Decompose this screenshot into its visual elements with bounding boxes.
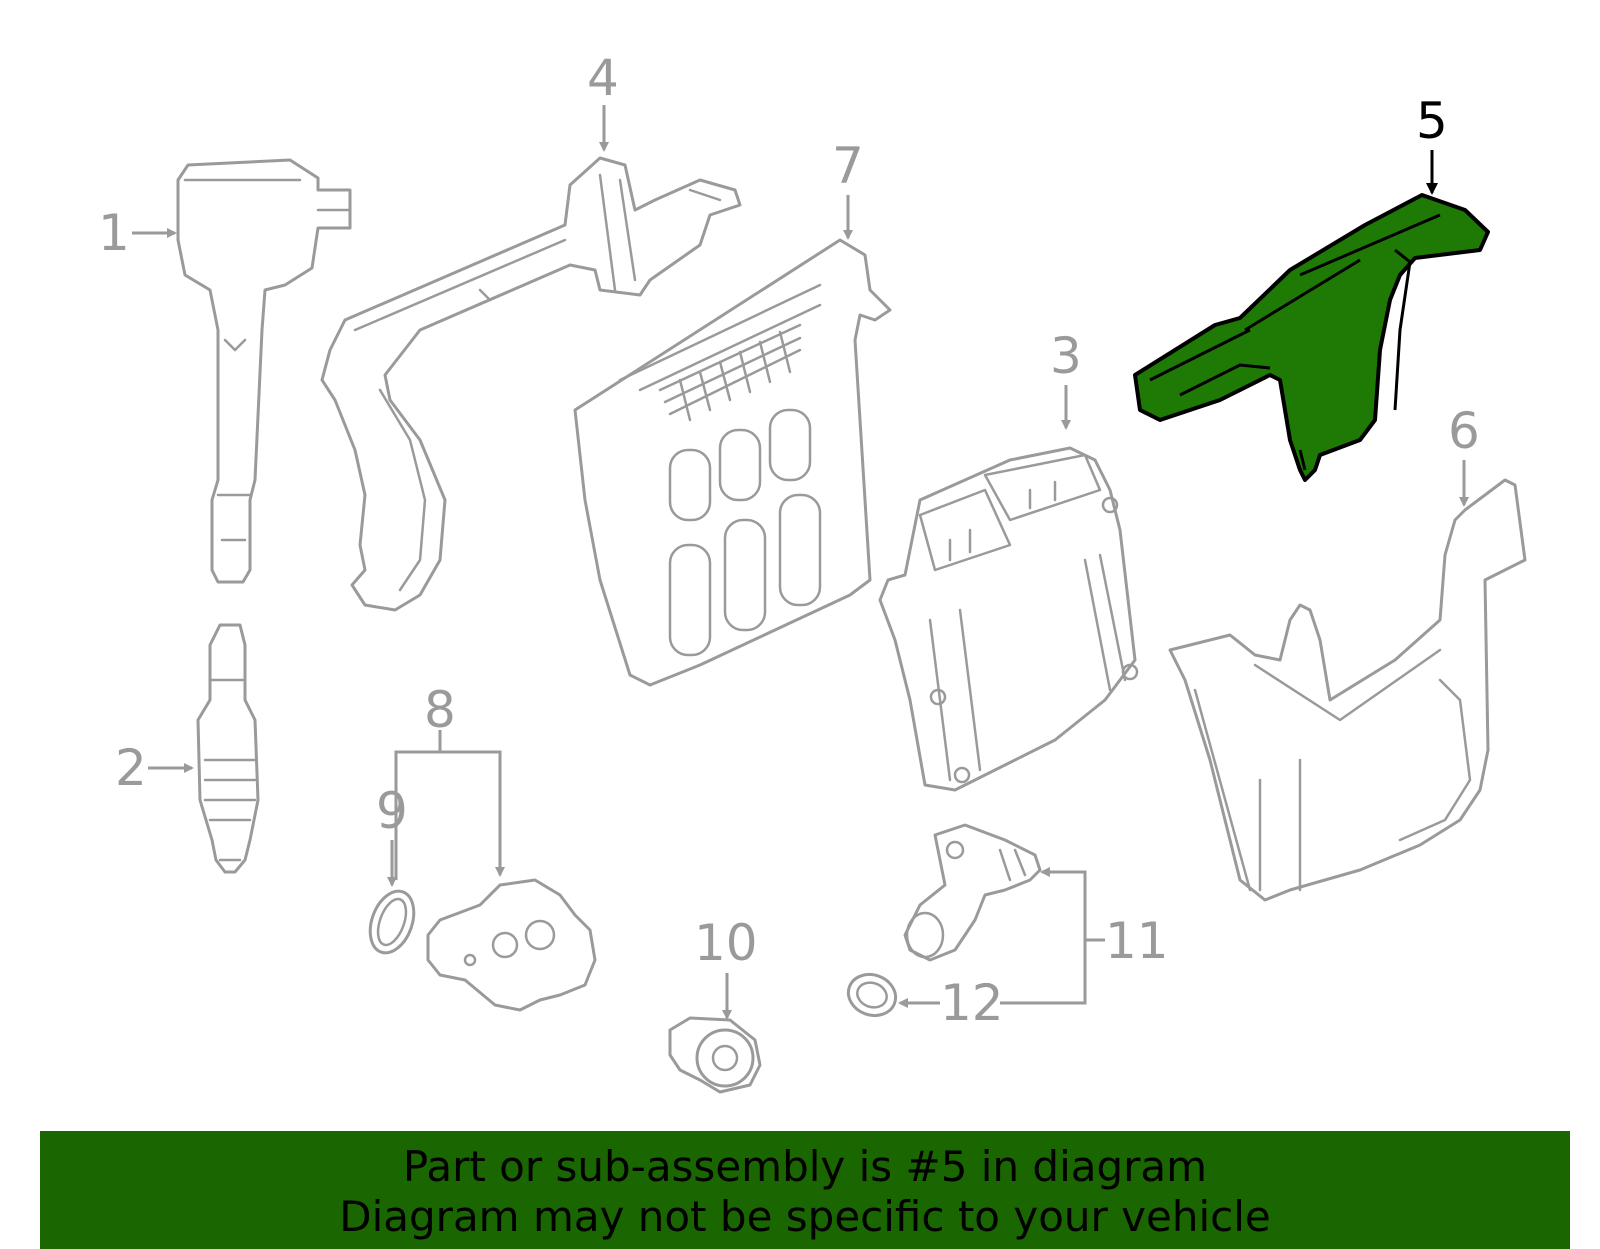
info-banner: Part or sub-assembly is #5 in diagram Di… — [40, 1131, 1570, 1249]
part-6-ecu-case[interactable] — [1168, 478, 1527, 902]
part-3-ecu-module[interactable] — [878, 446, 1139, 792]
part-9-o-ring[interactable] — [362, 885, 421, 959]
callout-7: 7 — [832, 137, 864, 195]
callout-3: 3 — [1050, 327, 1082, 385]
callout-5: 5 — [1416, 92, 1448, 150]
part-12-o-ring[interactable] — [843, 968, 902, 1022]
part-4-bracket[interactable] — [320, 156, 742, 612]
banner-line-1: Part or sub-assembly is #5 in diagram — [402, 1142, 1208, 1191]
part-5-shape — [1133, 193, 1490, 482]
part-10-knock-sensor[interactable] — [668, 1016, 762, 1094]
part-1-ignition-coil[interactable] — [176, 158, 352, 584]
part-11-crank-sensor[interactable] — [903, 823, 1042, 962]
callout-12: 12 — [940, 974, 1004, 1032]
leader-lines — [132, 105, 1469, 1020]
callout-6: 6 — [1448, 402, 1480, 460]
callout-11: 11 — [1105, 912, 1169, 970]
callout-10: 10 — [694, 914, 758, 972]
part-5-ecu-cover[interactable] — [1133, 193, 1490, 482]
callout-4: 4 — [587, 49, 619, 107]
banner-line-2: Diagram may not be specific to your vehi… — [339, 1192, 1271, 1241]
part-7-ecu-bracket[interactable] — [573, 238, 892, 687]
callout-8: 8 — [424, 681, 456, 739]
part-2-spark-plug[interactable] — [196, 623, 260, 874]
callout-numbers: 1 2 3 4 5 6 7 8 9 10 11 12 — [98, 49, 1480, 1032]
callout-2: 2 — [115, 739, 147, 797]
part-8-sensor-housing[interactable] — [426, 878, 597, 1012]
callout-1: 1 — [98, 204, 130, 262]
callout-9: 9 — [376, 782, 408, 840]
